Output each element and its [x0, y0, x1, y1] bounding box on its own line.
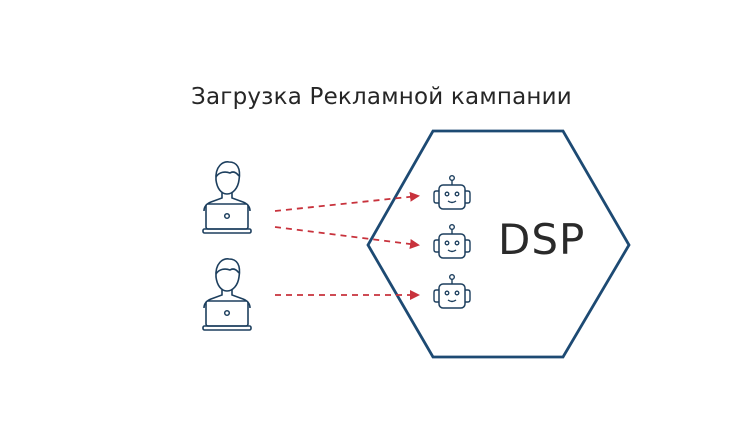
robot-icon [433, 174, 471, 210]
user-laptop-icon [202, 258, 252, 331]
connection-arrow [274, 226, 420, 249]
dsp-hexagon [366, 129, 631, 359]
diagram-title: Загрузка Рекламной кампании [0, 84, 751, 110]
diagram-title-text: Загрузка Рекламной кампании [191, 84, 572, 110]
robot-icon [433, 223, 471, 259]
robot-icon [433, 273, 471, 309]
dsp-label: DSP [498, 215, 586, 264]
connection-arrow [274, 191, 420, 212]
user-laptop-icon [202, 161, 252, 234]
